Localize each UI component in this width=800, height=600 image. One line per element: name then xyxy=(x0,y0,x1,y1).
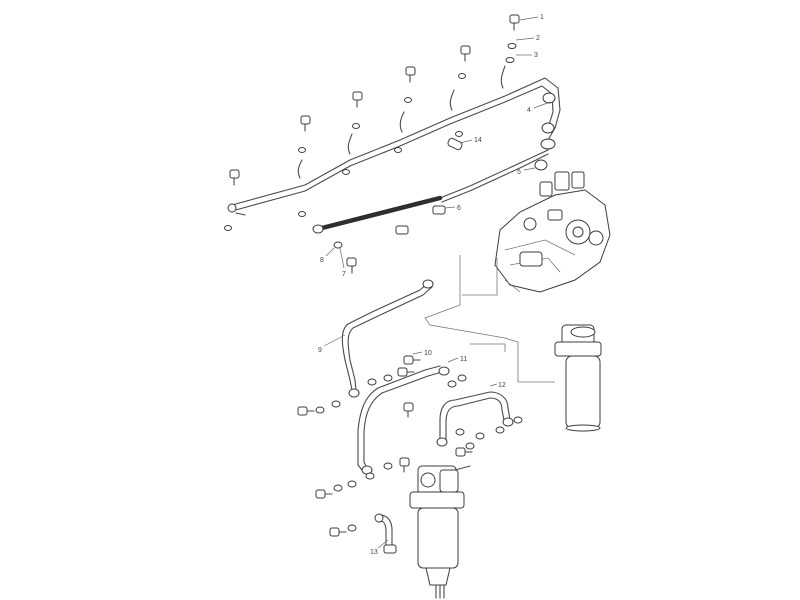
callout-7: 7 xyxy=(342,271,346,278)
injector-line-rail xyxy=(227,65,561,216)
injection-pump xyxy=(494,171,611,293)
callout-3: 3 xyxy=(534,52,538,59)
callout-13: 13 xyxy=(370,549,378,556)
callout-5: 5 xyxy=(517,169,521,176)
bolt-icon xyxy=(297,406,315,416)
callout-4: 4 xyxy=(527,107,531,114)
bolt-icon xyxy=(399,457,410,473)
callout-12: 12 xyxy=(498,382,506,389)
bolt-icon xyxy=(352,91,363,108)
bolt-icon xyxy=(346,257,357,274)
bolt-icon xyxy=(455,447,473,457)
callout-1: 1 xyxy=(540,14,544,21)
callout-10: 10 xyxy=(424,350,432,357)
bolt-icon xyxy=(460,45,471,62)
callout-2: 2 xyxy=(536,35,540,42)
callout-leaders xyxy=(323,16,551,549)
bolt-icon xyxy=(397,367,415,377)
bolt-icon xyxy=(329,527,347,537)
bolt-icon xyxy=(315,489,333,499)
fuel-line-11 xyxy=(357,365,450,475)
callout-6: 6 xyxy=(457,205,461,212)
banjo-bolts-top xyxy=(229,14,520,186)
callout-14: 14 xyxy=(474,137,482,144)
secondary-fuel-filter xyxy=(554,324,602,432)
callout-8: 8 xyxy=(320,257,324,264)
fittings-top xyxy=(333,137,463,274)
return-line xyxy=(439,149,549,203)
bolt-icon xyxy=(509,14,520,31)
fuel-line-12 xyxy=(436,391,514,447)
callout-9: 9 xyxy=(318,347,322,354)
callout-11: 11 xyxy=(460,356,467,363)
bolt-icon xyxy=(405,66,416,83)
routing-lines xyxy=(424,255,555,383)
lower-fittings xyxy=(297,355,523,537)
elbow-fitting-13 xyxy=(374,513,397,554)
bolt-icon xyxy=(229,169,240,186)
bolt-icon xyxy=(403,355,421,365)
primary-fuel-filter xyxy=(409,465,471,599)
bolt-icon xyxy=(300,115,311,132)
braided-hose xyxy=(312,195,443,234)
bolt-icon xyxy=(403,402,414,418)
sealing-washers xyxy=(224,43,548,231)
callout-labels: 1 2 3 4 5 6 7 8 9 10 11 12 13 14 xyxy=(318,14,544,556)
